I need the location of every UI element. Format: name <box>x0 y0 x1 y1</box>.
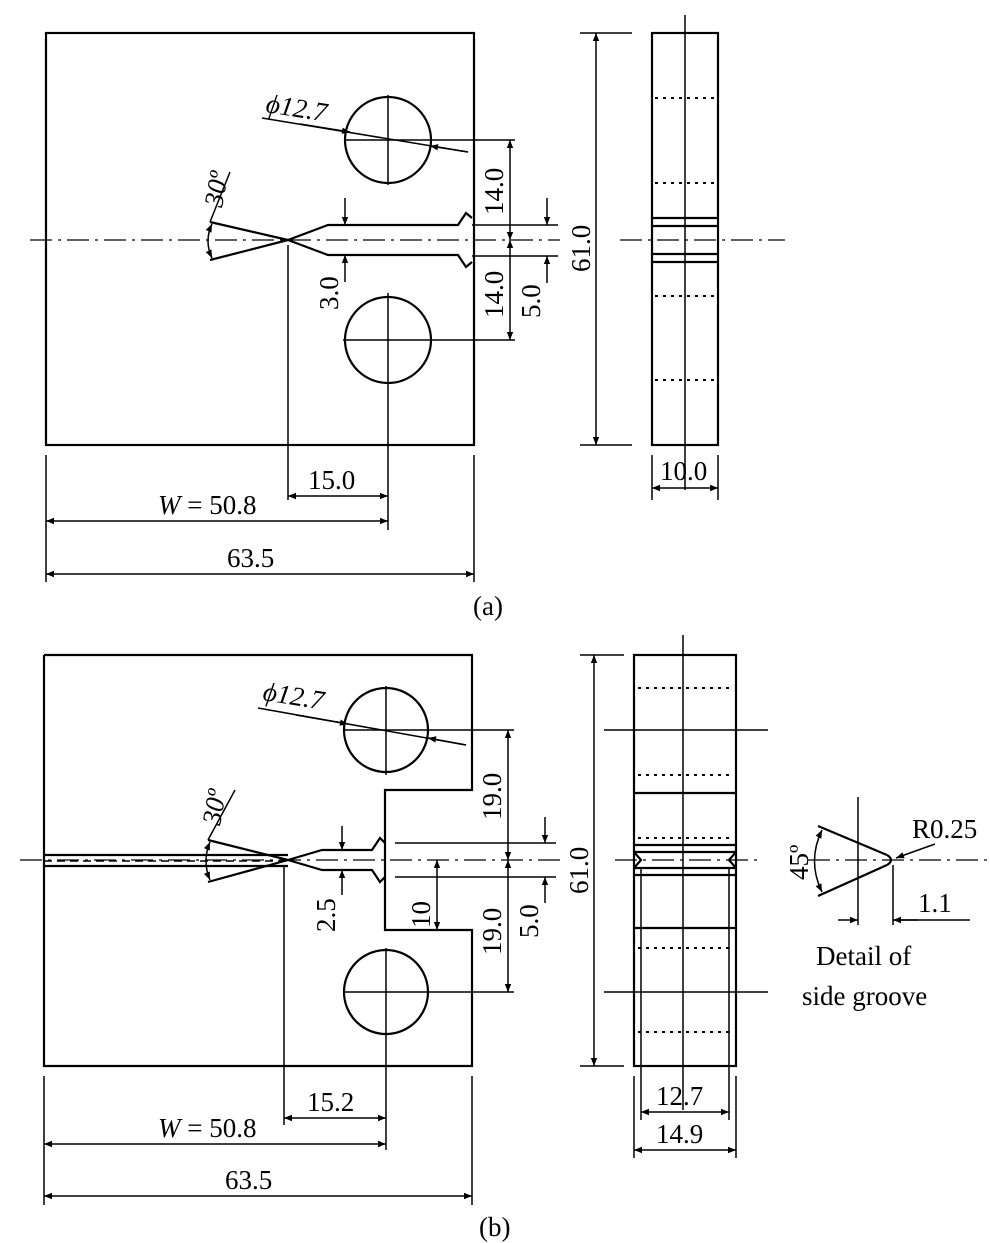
dim-15-b-label: 15.2 <box>307 1087 354 1117</box>
dim-14-a: 14.0 14.0 <box>479 140 514 340</box>
hole-dia-a-label: ϕ12.7 <box>264 88 331 127</box>
dim-2-5-b: 2.5 <box>311 826 346 932</box>
groove-radius-label: R0.25 <box>912 814 977 844</box>
figure-a: 30º ϕ12.7 14.0 14.0 3.0 5.0 <box>30 15 785 621</box>
specimen-a-front-view <box>30 31 560 530</box>
dim-5-b: 5.0 <box>395 817 556 938</box>
dim-63-b-label: 63.5 <box>225 1165 272 1195</box>
dim-thickness-a: 10.0 <box>651 455 719 500</box>
notch-angle-b-label: 30º <box>196 786 232 828</box>
dim-61-a-label: 61.0 <box>566 225 596 272</box>
dim-5-a: 5.0 <box>472 198 558 318</box>
dim-14-a-lower-label: 14.0 <box>479 271 509 318</box>
dim-w-a-label: W = 50.8 <box>158 490 256 520</box>
dim-19-b: 19.0 19.0 <box>477 730 512 992</box>
notch-angle-b: 30º <box>196 786 236 881</box>
dim-14-a-upper-label: 14.0 <box>479 168 509 215</box>
dim-thickness-b: 12.7 14.9 <box>633 868 737 1158</box>
groove-angle-label: 45º <box>784 845 814 880</box>
dim-61-b: 61.0 <box>564 654 624 1067</box>
dim-15-a: 15.0 <box>288 465 388 500</box>
dim-thickness-b-label: 14.9 <box>656 1119 703 1149</box>
dim-63-b: 63.5 <box>44 1165 472 1200</box>
specimen-b-front-view <box>20 653 560 1150</box>
groove-caption-line1: Detail of <box>816 941 911 971</box>
dim-19-b-lower-label: 19.0 <box>477 908 507 955</box>
dim-5-a-label: 5.0 <box>516 284 546 318</box>
dim-w-b: W = 50.8 <box>43 1076 473 1205</box>
dim-3-a: 3.0 <box>314 198 349 310</box>
dim-3-a-label: 3.0 <box>314 276 344 310</box>
hole-dia-a: ϕ12.7 <box>261 88 469 153</box>
dim-15-b: 15.2 <box>284 1087 386 1122</box>
figure-b-caption: (b) <box>479 1212 510 1242</box>
dim-2-5-b-label: 2.5 <box>311 898 341 932</box>
groove-depth-label: 1.1 <box>918 888 952 918</box>
specimen-b-side-view <box>604 635 768 1110</box>
dim-thickness-a-label: 10.0 <box>660 456 707 486</box>
figure-b: 30º ϕ12.7 19.0 19.0 2.5 10 <box>20 635 768 1242</box>
notch-angle-a: 30º <box>198 168 234 259</box>
dim-19-b-upper-label: 19.0 <box>477 773 507 820</box>
specimen-a-side-view <box>620 15 785 490</box>
dim-10-b: 10 <box>406 860 441 930</box>
dim-5-b-label: 5.0 <box>514 904 544 938</box>
groove-caption-line2: side groove <box>802 981 927 1011</box>
dim-10-b-label: 10 <box>406 901 436 928</box>
dim-w-b-label: W = 50.8 <box>158 1113 256 1143</box>
dim-net-thickness-b-label: 12.7 <box>656 1081 703 1111</box>
side-groove-detail: 45º R0.25 1.1 Detail of side groove <box>784 797 990 1011</box>
notch-angle-a-label: 30º <box>198 168 234 210</box>
dim-61-a: 61.0 <box>566 32 632 446</box>
dim-61-b-label: 61.0 <box>564 847 594 894</box>
dim-63-a: 63.5 <box>46 543 474 578</box>
dim-w-a: W = 50.8 <box>45 455 475 582</box>
dim-63-a-label: 63.5 <box>227 543 274 573</box>
figure-a-caption: (a) <box>473 591 503 621</box>
dim-15-a-label: 15.0 <box>308 465 355 495</box>
hole-dia-b: ϕ12.7 <box>257 676 467 746</box>
